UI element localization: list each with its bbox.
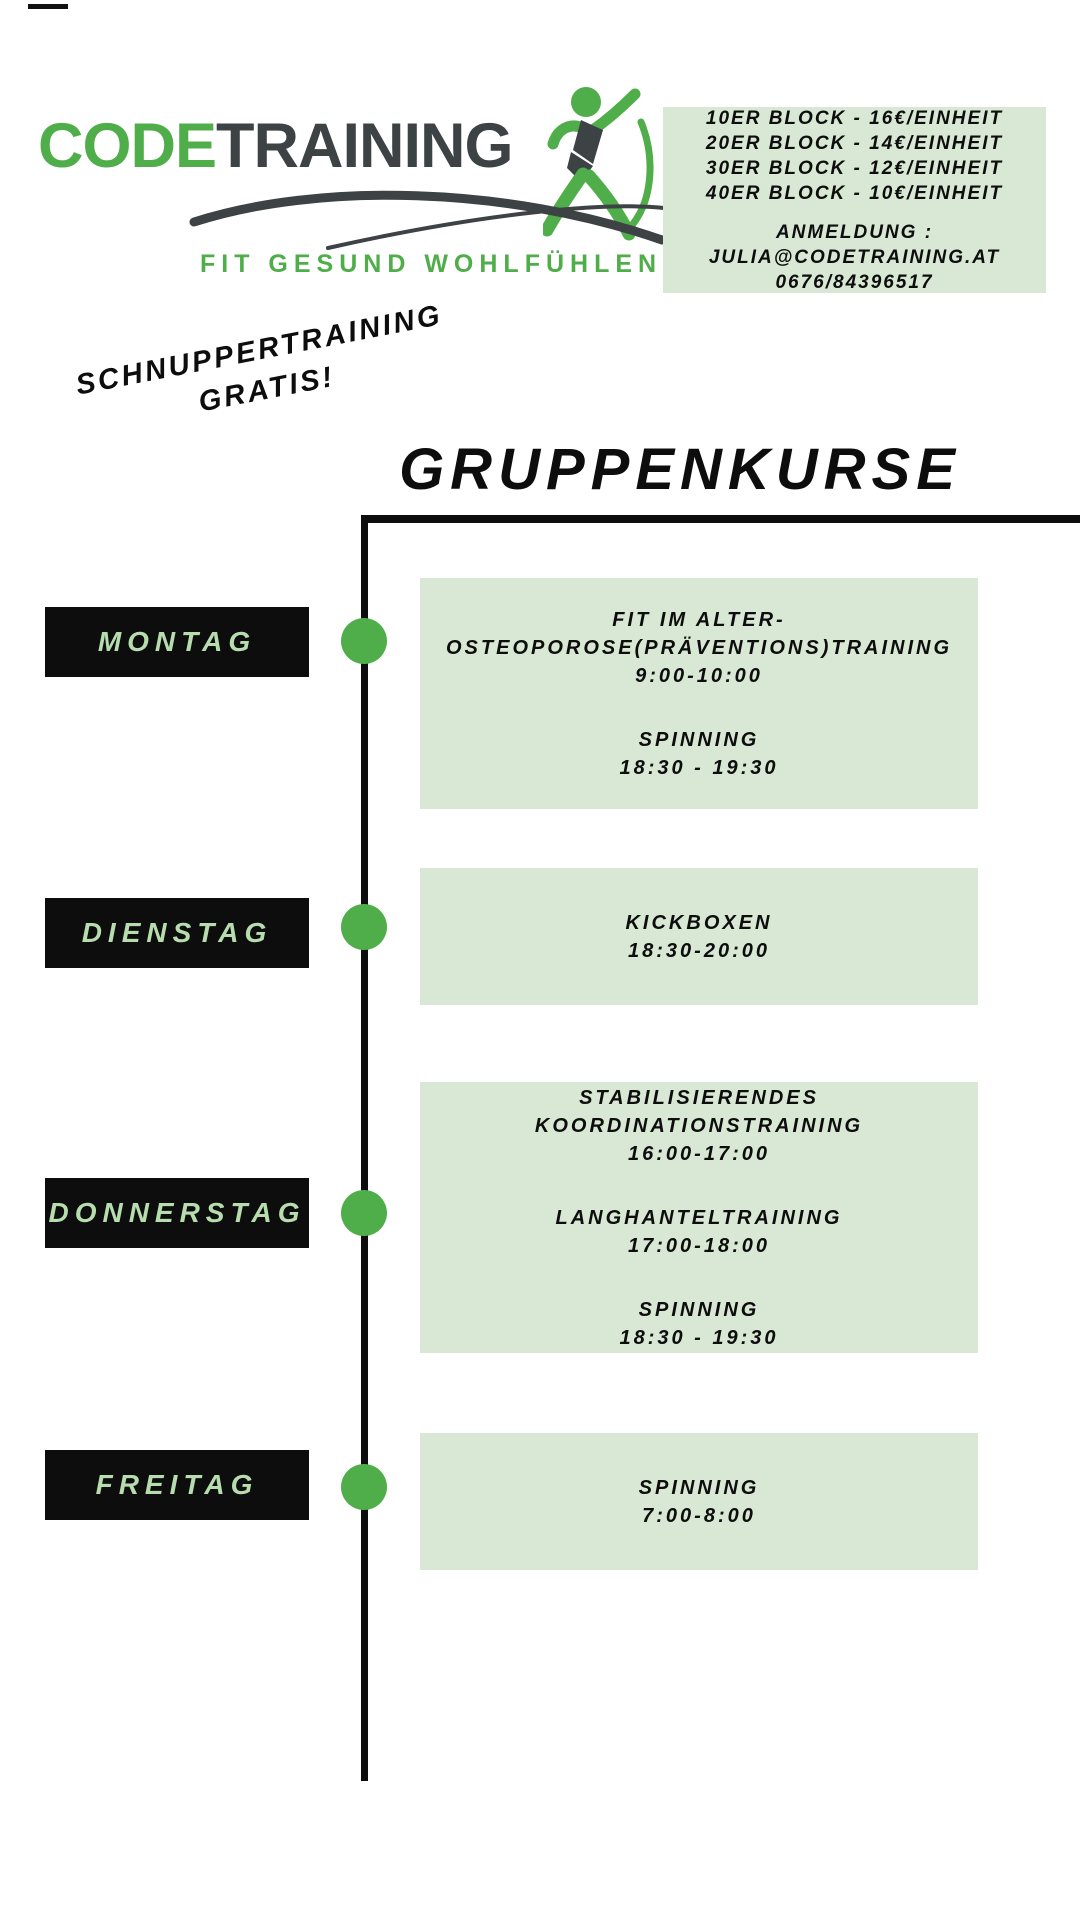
course-line: OSTEOPOROSE(PRÄVENTIONS)TRAINING	[445, 636, 953, 659]
day-label-text: DIENSTAG	[81, 917, 273, 948]
course-line: LANGHANTELTRAINING	[555, 1206, 843, 1229]
course-entry: KICKBOXEN 18:30-20:00	[420, 909, 978, 965]
course-line: 17:00-18:00	[628, 1234, 770, 1257]
timeline-vertical-line	[361, 515, 368, 1781]
logo-word-code: CODE	[38, 111, 217, 181]
logo-tagline: FIT GESUND WOHLFÜHLEN	[200, 250, 663, 278]
day-label: DONNERSTAG	[45, 1178, 309, 1248]
timeline-horizontal-line	[361, 515, 1080, 523]
price-line: 20ER BLOCK - 14€/EINHEIT	[705, 132, 1004, 154]
course-line: 18:30 - 19:30	[619, 1326, 779, 1349]
course-line: STABILISIERENDES	[579, 1086, 819, 1109]
day-label: FREITAG	[45, 1450, 309, 1520]
day-label: DIENSTAG	[45, 898, 309, 968]
top-edge-mark	[28, 4, 68, 9]
course-line: 16:00-17:00	[628, 1142, 770, 1165]
course-line: FIT IM ALTER-	[612, 608, 786, 631]
day-label-text: DONNERSTAG	[48, 1197, 306, 1228]
course-box: FIT IM ALTER- OSTEOPOROSE(PRÄVENTIONS)TRA…	[420, 578, 978, 809]
course-entry: SPINNING 18:30 - 19:30	[420, 1296, 978, 1352]
course-line: 18:30-20:00	[628, 939, 770, 962]
pricing-box: 10ER BLOCK - 16€/EINHEIT 20ER BLOCK - 14…	[663, 107, 1046, 293]
page-title: GRUPPENKURSE	[399, 437, 961, 502]
promo-banner: SCHNUPPERTRAINING GRATIS!	[62, 293, 464, 447]
course-entry: STABILISIERENDES KOORDINATIONSTRAINING 16:…	[420, 1084, 978, 1168]
day-label-text: FREITAG	[95, 1469, 259, 1500]
course-line: SPINNING	[638, 728, 760, 751]
course-line: KICKBOXEN	[625, 911, 773, 934]
course-entry: SPINNING 18:30 - 19:30	[420, 726, 978, 782]
logo-wordmark: CODETRAINING	[38, 110, 514, 182]
day-label-text: MONTAG	[97, 626, 257, 657]
course-line: 18:30 - 19:30	[619, 756, 779, 779]
course-box: SPINNING 7:00-8:00	[420, 1433, 978, 1570]
course-box: KICKBOXEN 18:30-20:00	[420, 868, 978, 1005]
contact-heading: ANMELDUNG :	[775, 221, 934, 243]
course-line: KOORDINATIONSTRAINING	[534, 1114, 864, 1137]
course-box: STABILISIERENDES KOORDINATIONSTRAINING 16:…	[420, 1082, 978, 1353]
course-entry: FIT IM ALTER- OSTEOPOROSE(PRÄVENTIONS)TRA…	[420, 606, 978, 690]
course-line: SPINNING	[638, 1298, 760, 1321]
course-line: 9:00-10:00	[635, 664, 763, 687]
contact-block: ANMELDUNG : JULIA@CODETRAINING.AT 0676/8…	[663, 220, 1046, 295]
price-line: 30ER BLOCK - 12€/EINHEIT	[705, 157, 1004, 179]
course-entry: SPINNING 7:00-8:00	[420, 1474, 978, 1530]
price-line: 10ER BLOCK - 16€/EINHEIT	[705, 107, 1004, 129]
swoosh-icon	[189, 190, 667, 250]
logo-word-training: TRAINING	[216, 111, 513, 181]
day-label: MONTAG	[45, 607, 309, 677]
price-line: 40ER BLOCK - 10€/EINHEIT	[705, 182, 1004, 204]
course-line: SPINNING	[638, 1476, 760, 1499]
course-line: 7:00-8:00	[642, 1504, 756, 1527]
course-entry: LANGHANTELTRAINING 17:00-18:00	[420, 1204, 978, 1260]
contact-phone: 0676/84396517	[775, 271, 934, 293]
contact-email: JULIA@CODETRAINING.AT	[708, 246, 1001, 268]
